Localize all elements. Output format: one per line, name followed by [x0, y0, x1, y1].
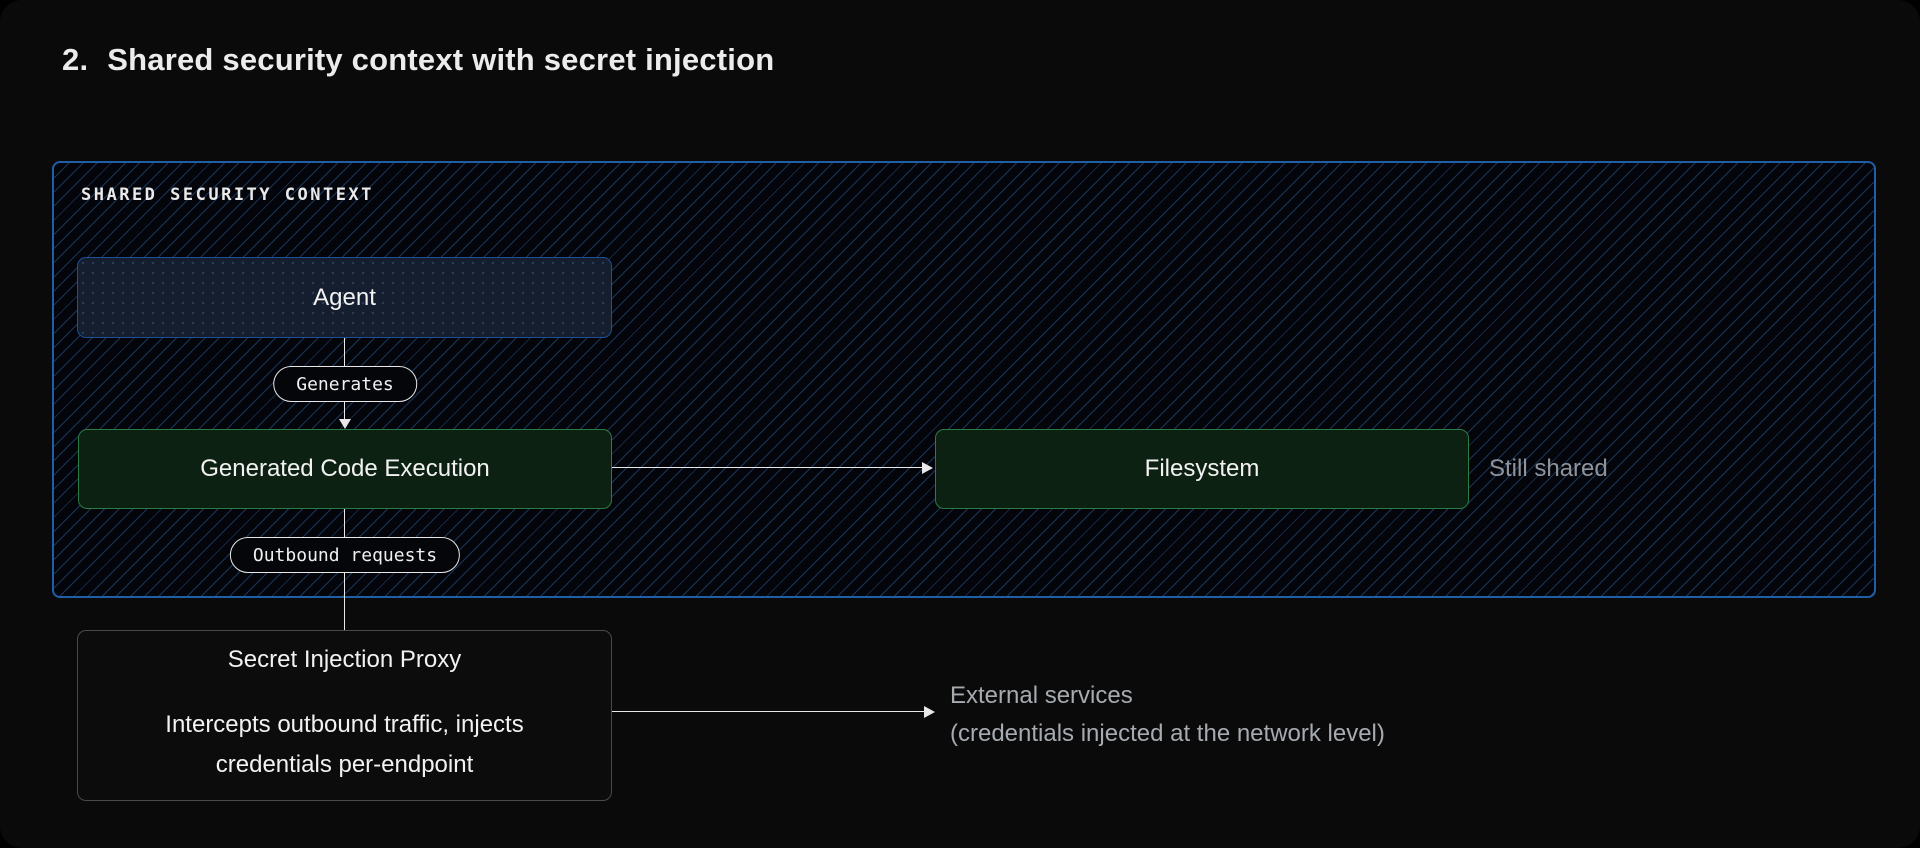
arrowhead-right-icon	[922, 462, 933, 474]
annotation-still-shared: Still shared	[1489, 455, 1608, 482]
edge-label-outbound-requests-text: Outbound requests	[252, 544, 438, 566]
node-generated-code-execution-label: Generated Code Execution	[200, 455, 490, 482]
node-generated-code-execution: Generated Code Execution	[78, 429, 612, 509]
arrowhead-right-icon	[924, 706, 935, 718]
shared-security-context-container: SHARED SECURITY CONTEXT	[52, 161, 1876, 598]
annotation-external-services-line2: (credentials injected at the network lev…	[950, 720, 1385, 747]
edge-label-generates: Generates	[273, 366, 417, 402]
annotation-external-services-line1: External services	[950, 682, 1133, 709]
edge-proxy-to-external	[612, 711, 925, 712]
node-secret-injection-proxy: Secret Injection Proxy Intercepts outbou…	[77, 630, 612, 801]
node-secret-injection-proxy-description: Intercepts outbound traffic, injects cre…	[165, 711, 524, 778]
node-agent: Agent	[77, 257, 612, 338]
shared-security-context-label: SHARED SECURITY CONTEXT	[81, 185, 374, 205]
node-filesystem: Filesystem	[935, 429, 1469, 509]
page-title-number: 2.	[62, 42, 89, 77]
edge-label-generates-text: Generates	[296, 373, 394, 395]
node-filesystem-label: Filesystem	[1144, 455, 1260, 482]
annotation-external-services: External services (credentials injected …	[950, 677, 1385, 753]
edge-codeexec-to-filesystem	[612, 467, 923, 468]
node-secret-injection-proxy-title: Secret Injection Proxy	[227, 646, 462, 673]
node-agent-label: Agent	[313, 283, 376, 311]
page-title-text: Shared security context with secret inje…	[107, 42, 775, 77]
edge-label-outbound-requests: Outbound requests	[229, 537, 461, 573]
page-title: 2. Shared security context with secret i…	[62, 42, 774, 78]
arrowhead-down-icon	[339, 419, 351, 429]
